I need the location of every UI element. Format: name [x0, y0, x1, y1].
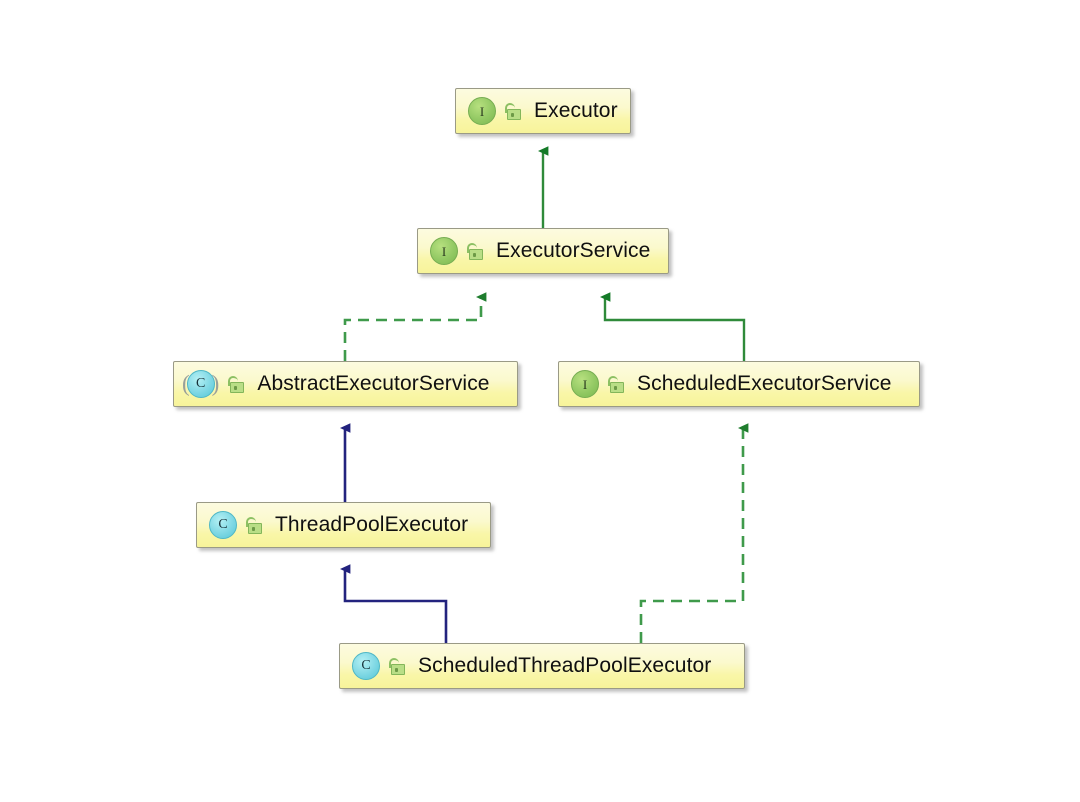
class-c-icon: C: [186, 370, 215, 398]
node-icon-group: I: [468, 97, 521, 125]
node-icon-group: I: [571, 370, 624, 398]
open-padlock-icon: [467, 242, 483, 260]
abstract-paren-right: ): [211, 370, 220, 396]
open-padlock-icon: [608, 375, 624, 393]
uml-node-label: Executor: [534, 99, 618, 122]
class-c-icon: C: [352, 652, 380, 680]
uml-node-label: ThreadPoolExecutor: [275, 513, 469, 536]
class-c-icon: C: [209, 511, 237, 539]
abstract-class-c-icon: ( C ): [182, 370, 219, 398]
node-icon-group: C: [209, 511, 262, 539]
abstract-paren-left: (: [182, 370, 190, 396]
edge-scheduledthreadpoolexecutor-to-scheduledexecutorservice: [639, 423, 749, 643]
uml-node-thread-pool-executor[interactable]: C ThreadPoolExecutor: [196, 502, 491, 548]
open-padlock-icon: [228, 375, 245, 393]
uml-node-label: ScheduledExecutorService: [637, 372, 892, 395]
uml-node-scheduled-executor-service[interactable]: I ScheduledExecutorService: [558, 361, 920, 407]
uml-node-label: ScheduledThreadPoolExecutor: [418, 654, 712, 677]
edge-scheduledthreadpoolexecutor-to-threadpoolexecutor: [340, 564, 448, 643]
uml-node-scheduled-thread-pool-executor[interactable]: C ScheduledThreadPoolExecutor: [339, 643, 745, 689]
open-padlock-icon: [246, 516, 262, 534]
edge-abstractexecutorservice-to-executorservice: [343, 292, 487, 361]
open-padlock-icon: [389, 657, 405, 675]
uml-node-label: AbstractExecutorService: [257, 372, 490, 395]
node-icon-group: C: [352, 652, 405, 680]
interface-i-icon: I: [571, 370, 599, 398]
node-icon-group: I: [430, 237, 483, 265]
uml-node-label: ExecutorService: [496, 239, 651, 262]
uml-node-abstract-executor-service[interactable]: ( C ) AbstractExecutorService: [173, 361, 518, 407]
node-icon-group: ( C ): [182, 370, 245, 398]
open-padlock-icon: [505, 102, 521, 120]
uml-node-executor[interactable]: I Executor: [455, 88, 631, 134]
edge-scheduledexecutorservice-to-executorservice: [600, 292, 746, 361]
uml-node-executor-service[interactable]: I ExecutorService: [417, 228, 669, 274]
interface-i-icon: I: [430, 237, 458, 265]
interface-i-icon: I: [468, 97, 496, 125]
